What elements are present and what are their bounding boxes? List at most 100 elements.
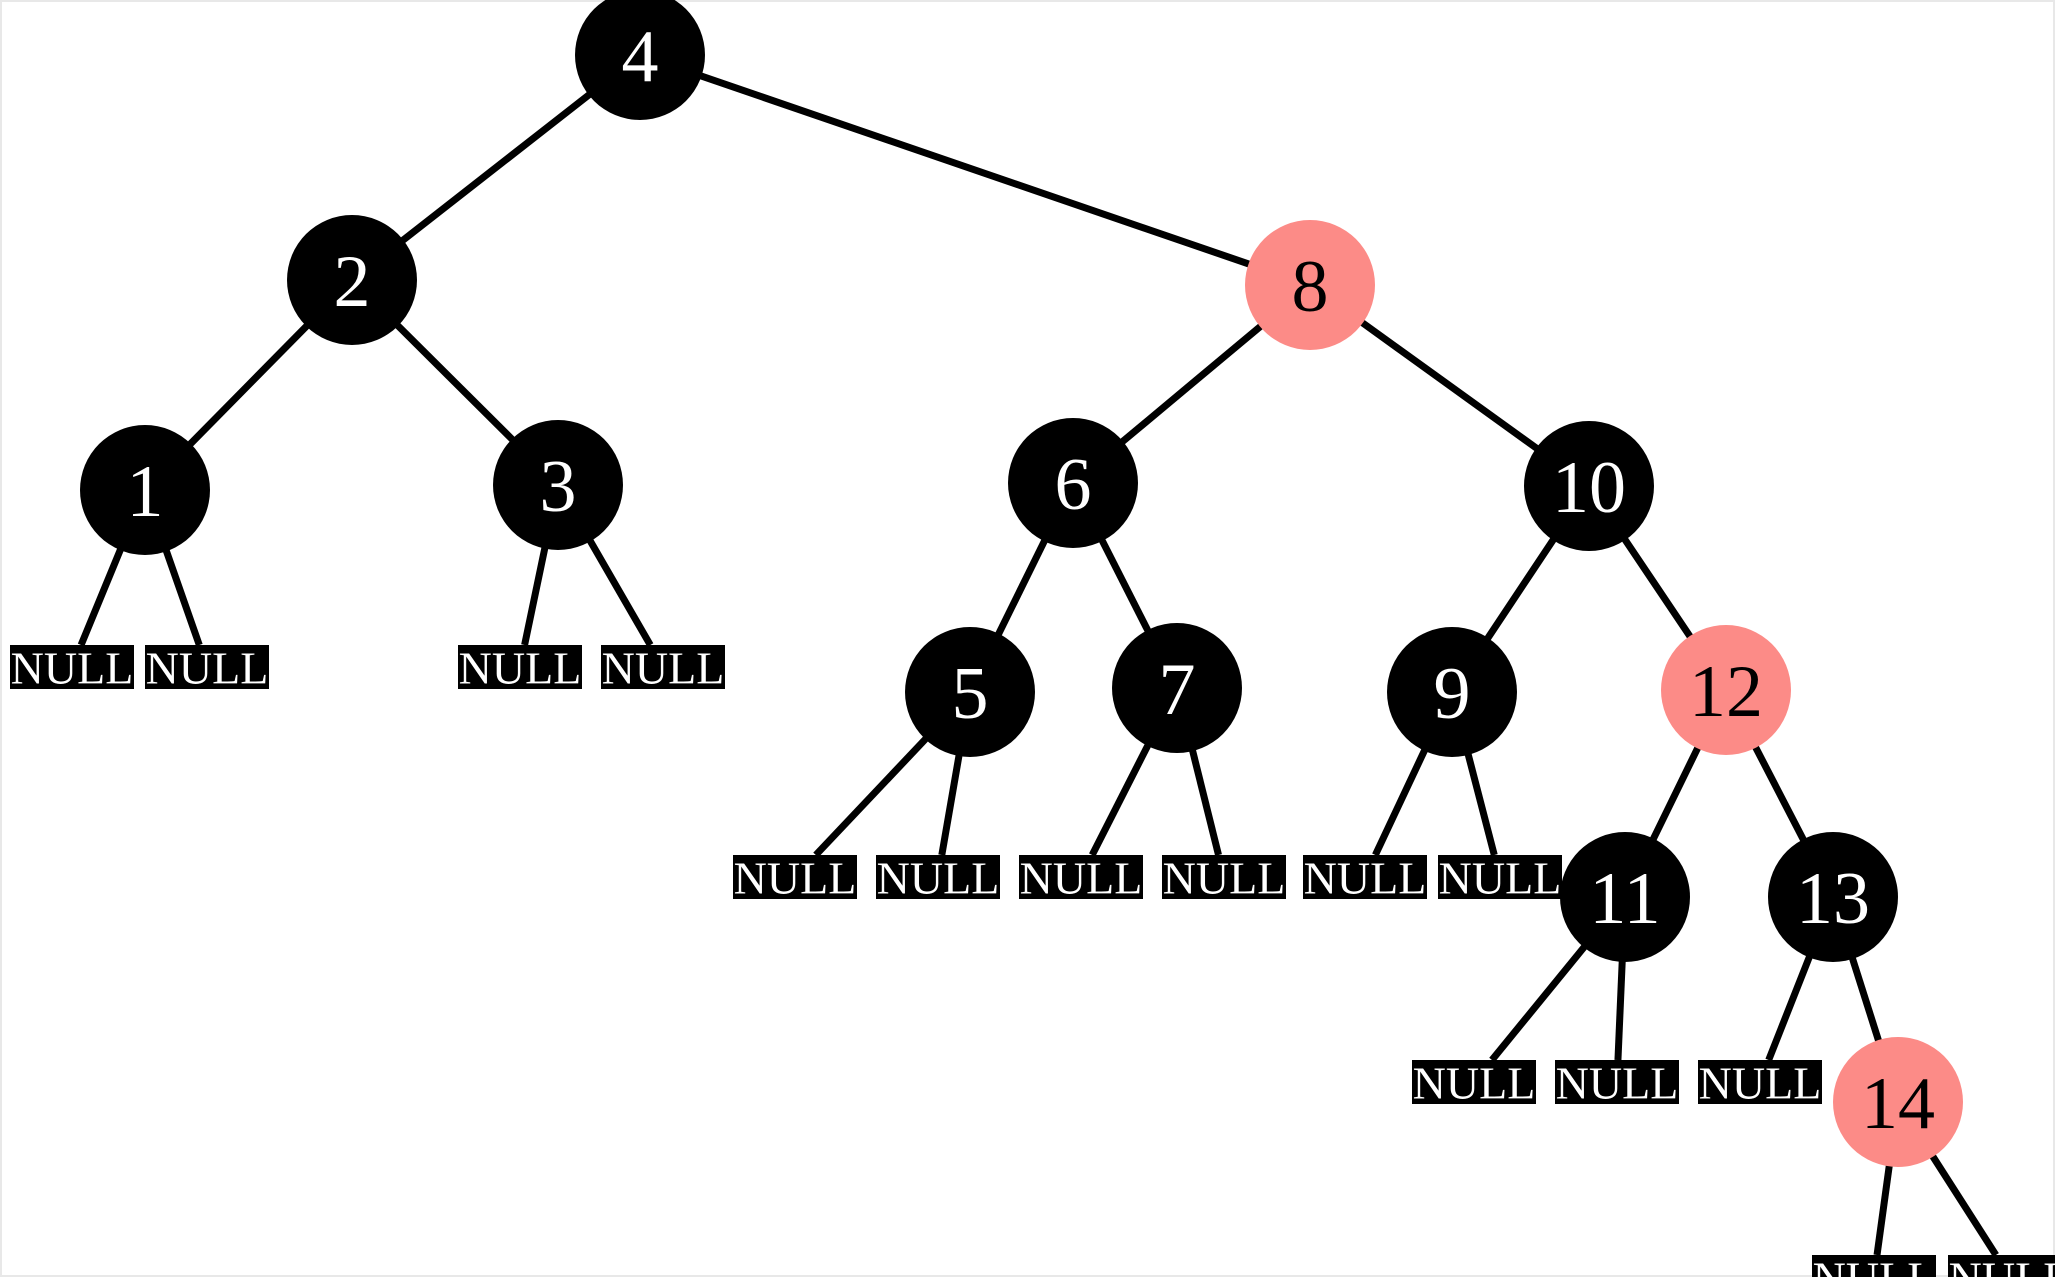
tree-edge: [1098, 537, 1152, 634]
tree-node-4[interactable]: 4: [575, 0, 705, 120]
tree-node-3[interactable]: 3: [493, 420, 623, 550]
tree-edge: [1649, 745, 1702, 842]
node-value-label: 8: [1292, 246, 1329, 328]
node-value-label: 3: [540, 446, 577, 528]
null-leaf-label: NULL: [1813, 1253, 1936, 1277]
tree-node-8[interactable]: 8: [1245, 220, 1375, 350]
null-leaf-label: NULL: [1439, 853, 1562, 904]
node-circle[interactable]: [1524, 421, 1654, 551]
tree-edge: [162, 548, 203, 647]
null-leaf: NULL: [733, 853, 857, 904]
tree-node-12[interactable]: 12: [1661, 625, 1791, 755]
null-leaf-label: NULL: [1163, 853, 1286, 904]
null-leaf-box: [733, 855, 857, 899]
tree-node-2[interactable]: 2: [287, 215, 417, 345]
tree-edge: [399, 91, 593, 244]
tree-edge: [77, 546, 125, 647]
tree-edge: [1929, 1153, 1999, 1257]
null-leaf-box: [1303, 855, 1427, 899]
tree-node-13[interactable]: 13: [1768, 832, 1898, 962]
null-leaf: NULL: [458, 643, 582, 694]
node-circle[interactable]: [80, 425, 210, 555]
node-value-label: 6: [1055, 444, 1092, 526]
node-circle[interactable]: [1112, 623, 1242, 753]
null-leaf-box: [145, 645, 269, 689]
node-value-label: 11: [1589, 858, 1660, 940]
node-value-label: 14: [1861, 1063, 1935, 1145]
null-leaf-box: [1948, 1255, 2055, 1277]
tree-edge: [813, 735, 930, 858]
tree-node-5[interactable]: 5: [905, 627, 1035, 757]
tree-node-9[interactable]: 9: [1387, 627, 1517, 757]
edges-layer: [77, 72, 1999, 1257]
node-value-label: 4: [622, 16, 659, 98]
tree-edge: [938, 753, 963, 856]
tree-edge: [1119, 322, 1264, 446]
node-circle[interactable]: [287, 215, 417, 345]
tree-edge: [586, 537, 654, 647]
null-leaf-box: [458, 645, 582, 689]
tree-edge: [1751, 744, 1808, 843]
null-leaf-label: NULL: [877, 853, 1000, 904]
node-value-label: 1: [127, 451, 164, 533]
node-circle[interactable]: [1661, 625, 1791, 755]
node-circle[interactable]: [1768, 832, 1898, 962]
tree-edge: [1359, 318, 1540, 453]
tree-node-14[interactable]: 14: [1833, 1037, 1963, 1167]
null-leaf: NULL: [1698, 1058, 1822, 1109]
node-circle[interactable]: [1833, 1037, 1963, 1167]
tree-edge: [698, 72, 1252, 268]
tree-edge: [1372, 747, 1429, 857]
null-leaf: NULL: [1948, 1253, 2055, 1277]
tree-node-1[interactable]: 1: [80, 425, 210, 555]
null-leaf: NULL: [1555, 1058, 1679, 1109]
null-leaf-label: NULL: [1556, 1058, 1679, 1109]
tree-node-11[interactable]: 11: [1560, 832, 1690, 962]
null-leaf-label: NULL: [1304, 853, 1427, 904]
tree-edge: [394, 321, 516, 444]
tree-node-6[interactable]: 6: [1008, 418, 1138, 548]
null-leaf-label: NULL: [602, 643, 725, 694]
node-value-label: 10: [1552, 447, 1626, 529]
tree-edge: [1765, 954, 1814, 1062]
tree-edge: [1621, 536, 1694, 640]
null-leaf-box: [1555, 1060, 1679, 1104]
null-leaf-box: [876, 855, 1000, 899]
node-circle[interactable]: [1560, 832, 1690, 962]
node-circle[interactable]: [1245, 220, 1375, 350]
node-circle[interactable]: [905, 627, 1035, 757]
node-circle[interactable]: [575, 0, 705, 120]
null-leaf: NULL: [1019, 853, 1143, 904]
tree-edge: [1848, 955, 1883, 1044]
tree-node-10[interactable]: 10: [1524, 421, 1654, 551]
null-leaf-label: NULL: [1413, 1058, 1536, 1109]
null-leaf-box: [1162, 855, 1286, 899]
null-leaf: NULL: [145, 643, 269, 694]
tree-edge: [1483, 536, 1558, 642]
tree-edge: [1614, 959, 1626, 1061]
tree-edge: [994, 537, 1049, 638]
tree-node-7[interactable]: 7: [1112, 623, 1242, 753]
null-leaf-box: [1698, 1060, 1822, 1104]
null-leaf-box: [1438, 855, 1562, 899]
node-value-label: 7: [1159, 649, 1196, 731]
null-leaf-box: [601, 645, 725, 689]
tree-edge: [1873, 1163, 1893, 1256]
null-leaf: NULL: [1412, 1058, 1536, 1109]
null-leaf: NULL: [1162, 853, 1286, 904]
tree-edge: [521, 545, 549, 646]
null-leaf-box: [1812, 1255, 1936, 1277]
node-value-label: 9: [1434, 653, 1471, 735]
node-circle[interactable]: [493, 420, 623, 550]
null-leaf: NULL: [10, 643, 134, 694]
null-leaf-label: NULL: [146, 643, 269, 694]
null-leaf-label: NULL: [11, 643, 134, 694]
node-circle[interactable]: [1008, 418, 1138, 548]
null-leaf-box: [1019, 855, 1143, 899]
node-circle[interactable]: [1387, 627, 1517, 757]
